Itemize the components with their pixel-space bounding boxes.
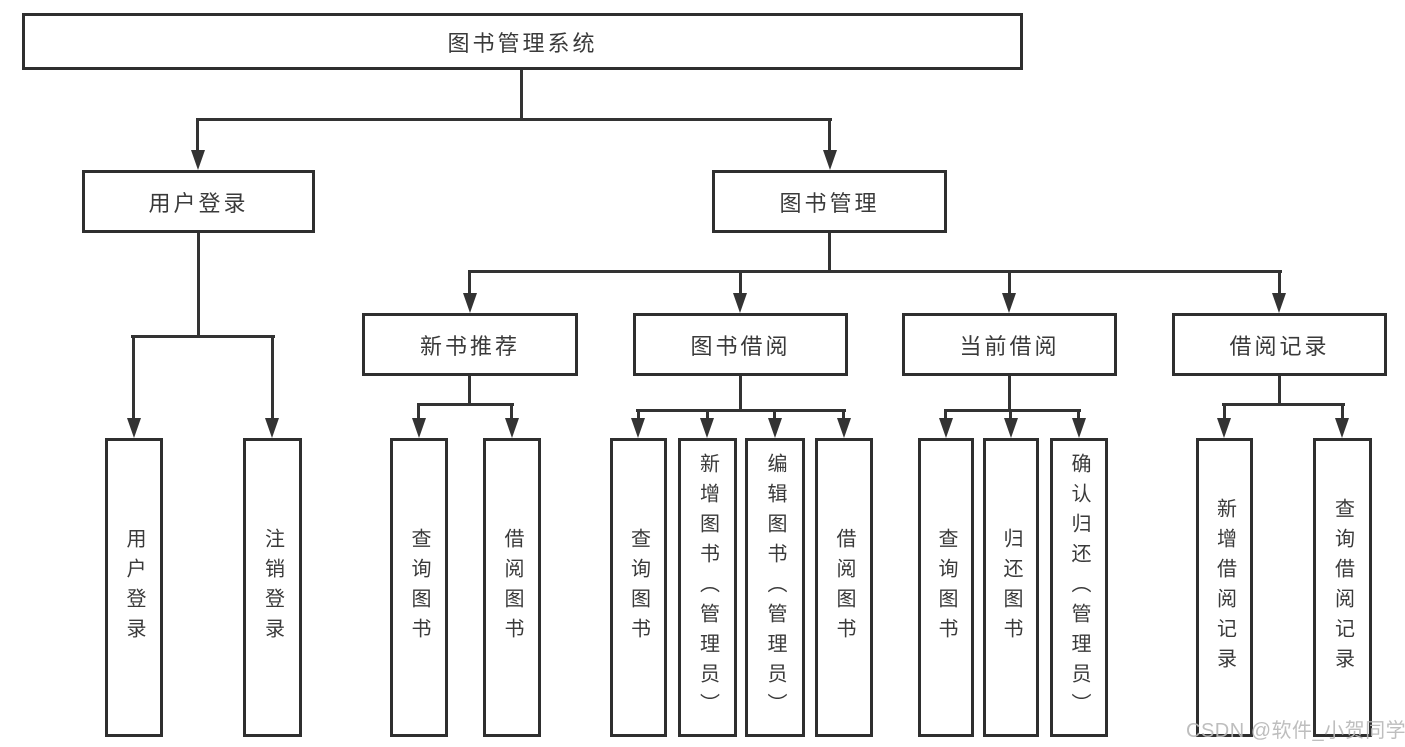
- connector-current-stem: [1008, 376, 1011, 411]
- connector-bookmgmt-rail: [468, 270, 1282, 273]
- leaf-current-query-books: 查询图书: [918, 438, 974, 737]
- leaf-add-books-admin-label: 新增图书（管理员）: [696, 452, 719, 723]
- node-user-login: 用户登录: [82, 170, 315, 233]
- connector-borrow-stem: [739, 376, 742, 411]
- arrow-to-new-book: [463, 293, 477, 313]
- connector-bookmgmt-drop-4: [1278, 270, 1281, 299]
- arrow-to-logout-leaf: [265, 418, 279, 438]
- leaf-add-borrow-record-label: 新增借阅记录: [1213, 497, 1236, 678]
- arrow-to-book-management: [823, 150, 837, 170]
- arrow-records-add: [1217, 418, 1231, 438]
- connector-current-drop-3: [1077, 409, 1080, 424]
- leaf-borrow-borrow-books-label: 借阅图书: [833, 527, 855, 648]
- arrow-current-query: [939, 418, 953, 438]
- leaf-return-books-label: 归还图书: [1000, 527, 1022, 648]
- node-book-borrow: 图书借阅: [633, 313, 848, 376]
- node-user-login-label: 用户登录: [148, 190, 249, 216]
- node-book-management-label: 图书管理: [779, 190, 880, 216]
- connector-current-drop-1: [944, 409, 947, 424]
- leaf-borrow-query-books: 查询图书: [610, 438, 667, 737]
- connector-borrow-drop-3: [773, 409, 776, 424]
- arrow-borrow-add: [700, 418, 714, 438]
- connector-root-drop-right: [828, 118, 831, 156]
- connector-borrow-rail: [636, 409, 846, 412]
- arrow-to-book-borrow: [733, 293, 747, 313]
- leaf-current-query-books-label: 查询图书: [935, 527, 957, 648]
- connector-bookmgmt-stem: [828, 233, 831, 273]
- connector-newbook-stem: [468, 376, 471, 405]
- node-new-book-recommend-label: 新书推荐: [419, 333, 520, 359]
- arrow-borrow-query: [631, 418, 645, 438]
- leaf-confirm-return-admin-label: 确认归还（管理员）: [1068, 452, 1090, 723]
- connector-borrow-drop-1: [637, 409, 640, 424]
- leaf-newbook-query-books-label: 查询图书: [408, 527, 430, 648]
- connector-newbook-drop-2: [510, 403, 513, 424]
- connector-bookmgmt-drop-1: [468, 270, 471, 299]
- connector-userlogin-drop-2: [271, 335, 274, 422]
- connector-current-drop-2: [1009, 409, 1012, 424]
- leaf-logout: 注销登录: [243, 438, 302, 737]
- arrow-newbook-borrow: [505, 418, 519, 438]
- connector-newbook-drop-1: [417, 403, 420, 424]
- leaf-add-books-admin: 新增图书（管理员）: [678, 438, 737, 737]
- node-borrow-records: 借阅记录: [1172, 313, 1387, 376]
- connector-current-rail: [944, 409, 1081, 412]
- leaf-user-login-label: 用户登录: [123, 527, 145, 648]
- node-current-borrow-label: 当前借阅: [959, 333, 1060, 359]
- node-new-book-recommend: 新书推荐: [362, 313, 578, 376]
- leaf-borrow-query-books-label: 查询图书: [627, 527, 650, 648]
- leaf-edit-books-admin-label: 编辑图书（管理员）: [764, 452, 786, 723]
- connector-borrow-drop-2: [706, 409, 709, 424]
- connector-bookmgmt-drop-3: [1008, 270, 1011, 299]
- leaf-query-borrow-record-label: 查询借阅记录: [1331, 497, 1354, 678]
- connector-borrow-drop-4: [842, 409, 845, 424]
- leaf-newbook-borrow-books-label: 借阅图书: [501, 527, 523, 648]
- connector-userlogin-drop-1: [132, 335, 135, 422]
- leaf-query-borrow-record: 查询借阅记录: [1313, 438, 1372, 737]
- connector-userlogin-rail: [131, 335, 275, 338]
- arrow-newbook-query: [412, 418, 426, 438]
- arrow-to-current-borrow: [1002, 293, 1016, 313]
- node-borrow-records-label: 借阅记录: [1229, 333, 1330, 359]
- connector-root-drop-left: [196, 118, 199, 156]
- connector-root-stem: [520, 70, 523, 120]
- leaf-return-books: 归还图书: [983, 438, 1039, 737]
- leaf-logout-label: 注销登录: [261, 527, 284, 648]
- arrow-borrow-edit: [768, 418, 782, 438]
- connector-records-rail: [1222, 403, 1345, 406]
- node-current-borrow: 当前借阅: [902, 313, 1117, 376]
- connector-userlogin-stem: [197, 233, 200, 337]
- leaf-user-login: 用户登录: [105, 438, 163, 737]
- connector-newbook-rail: [417, 403, 514, 406]
- connector-records-stem: [1278, 376, 1281, 405]
- leaf-borrow-borrow-books: 借阅图书: [815, 438, 873, 737]
- arrow-borrow-borrow: [837, 418, 851, 438]
- connector-records-drop-2: [1341, 403, 1344, 424]
- arrow-to-borrow-records: [1272, 293, 1286, 313]
- arrow-current-confirm: [1072, 418, 1086, 438]
- node-root: 图书管理系统: [22, 13, 1023, 70]
- arrow-current-return: [1004, 418, 1018, 438]
- connector-root-rail: [196, 118, 832, 121]
- leaf-add-borrow-record: 新增借阅记录: [1196, 438, 1253, 737]
- arrow-to-login-leaf: [127, 418, 141, 438]
- connector-bookmgmt-drop-2: [739, 270, 742, 299]
- leaf-newbook-borrow-books: 借阅图书: [483, 438, 541, 737]
- connector-records-drop-1: [1223, 403, 1226, 424]
- arrow-records-query: [1335, 418, 1349, 438]
- csdn-watermark: CSDN @软件_小贺同学: [1186, 720, 1405, 742]
- leaf-newbook-query-books: 查询图书: [390, 438, 448, 737]
- arrow-to-user-login: [191, 150, 205, 170]
- leaf-confirm-return-admin: 确认归还（管理员）: [1050, 438, 1108, 737]
- node-root-label: 图书管理系统: [447, 30, 598, 56]
- node-book-management: 图书管理: [712, 170, 947, 233]
- node-book-borrow-label: 图书借阅: [690, 333, 791, 359]
- leaf-edit-books-admin: 编辑图书（管理员）: [745, 438, 805, 737]
